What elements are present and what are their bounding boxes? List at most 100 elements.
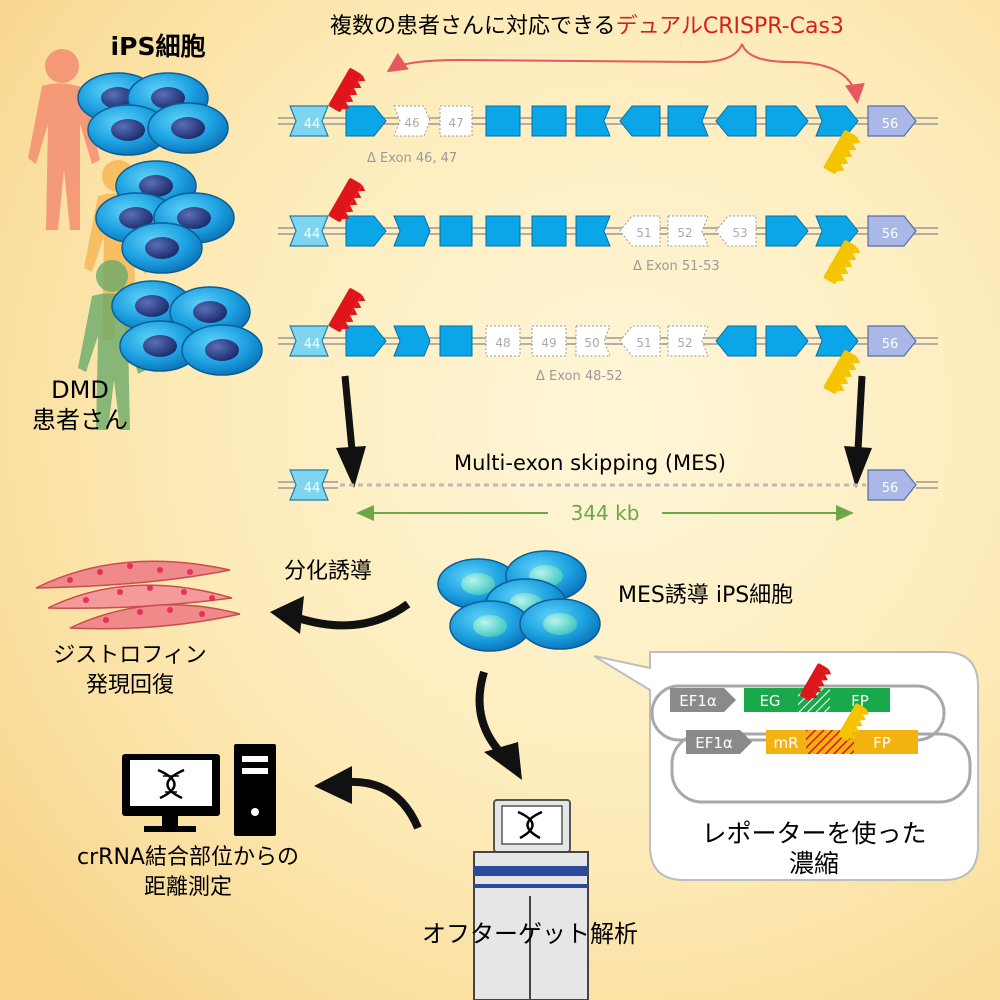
exon-deleted-label: 49	[541, 336, 556, 350]
reporter-label-line2: 濃縮	[789, 849, 839, 878]
dna-icon	[157, 768, 185, 800]
exon-deleted-label: 50	[584, 336, 599, 350]
mes-label: Multi-exon skipping (MES)	[454, 451, 726, 475]
title-highlight: デュアルCRISPR-Cas3	[616, 14, 844, 39]
exon-56-label: 56	[882, 337, 899, 352]
person-icon-green	[78, 260, 146, 430]
exon-56	[867, 105, 917, 137]
exon-deleted	[619, 215, 661, 247]
down-arrow-left	[341, 375, 356, 451]
measurement-arrow-head	[314, 766, 352, 804]
egfp-left	[744, 688, 798, 712]
offtarget-label: オフターゲット解析	[422, 920, 638, 948]
promoter-1-label: EF1α	[679, 692, 717, 710]
exon	[765, 105, 809, 137]
exon-deleted	[619, 325, 661, 357]
differentiation-label: 分化誘導	[284, 559, 372, 584]
differentiation-arrow-head	[270, 596, 304, 634]
promoter-arrow-1	[670, 688, 736, 712]
promoter-2-label: EF1α	[695, 734, 733, 752]
exon	[345, 325, 387, 357]
exon-56	[867, 215, 917, 247]
exon-deleted	[485, 325, 521, 357]
exon	[765, 215, 809, 247]
exon-deleted	[715, 215, 757, 247]
exon-deleted	[393, 105, 431, 137]
mrfp-left-label: mR	[773, 734, 798, 752]
exon-44-label: 44	[304, 481, 321, 496]
deletion-label: Δ Exon 48-52	[536, 369, 623, 384]
exon-44-label: 44	[304, 227, 321, 242]
arrow-to-left-cut	[386, 43, 743, 73]
exon-deleted	[439, 105, 473, 137]
ips-cells-label: iPS細胞	[111, 32, 206, 61]
exon	[715, 325, 757, 357]
patients-label-line2: 患者さん	[32, 406, 128, 434]
mrfp-right-label: FP	[873, 734, 891, 752]
down-arrow-right	[854, 375, 866, 451]
ips-cell-cluster-1	[77, 72, 229, 156]
exon-deleted-label: 47	[448, 116, 463, 130]
exon-56	[867, 325, 917, 357]
exon-deleted-label: 46	[404, 116, 419, 130]
promoter-arrow-2	[686, 730, 752, 754]
exon	[619, 105, 661, 137]
exon	[393, 325, 431, 357]
title-main: 複数の患者さんに対応できる	[330, 14, 616, 39]
gene-row-1: 44 46 47 56 Δ Exon 46, 47	[278, 67, 938, 178]
exon-deleted	[575, 325, 611, 357]
muscle-fiber-icon	[35, 560, 241, 630]
exon-56-label: 56	[882, 117, 899, 132]
exon	[531, 105, 567, 137]
exon-44-label: 44	[304, 337, 321, 352]
exon	[575, 105, 611, 137]
dna-icon	[517, 810, 543, 840]
computer-icon	[122, 744, 276, 836]
exon-56-label: 56	[882, 227, 899, 242]
mrfp-left	[766, 730, 806, 754]
gene-row-3: 44 48 49 50 51 52 56 Δ Exon 48-52	[278, 287, 938, 398]
exon-56	[867, 469, 917, 501]
exon-56-label: 56	[882, 481, 899, 496]
exon-deleted	[667, 325, 709, 357]
exon	[485, 215, 521, 247]
exon-deleted-label: 53	[732, 226, 747, 240]
deletion-label: Δ Exon 46, 47	[367, 151, 457, 166]
ips-cell-cluster-2	[95, 160, 235, 274]
person-icon-red	[28, 49, 100, 230]
measurement-arrow	[347, 777, 422, 830]
exon	[345, 215, 387, 247]
exon-44	[289, 105, 329, 137]
exon-deleted-label: 48	[495, 336, 510, 350]
exon	[439, 215, 473, 247]
exon-44	[289, 215, 329, 247]
exon-deleted-label: 51	[636, 226, 651, 240]
exon-44	[289, 325, 329, 357]
exon	[485, 105, 521, 137]
differentiation-arrow	[296, 600, 411, 630]
offtarget-arrow-head	[484, 742, 522, 780]
ips-cell-cluster-3	[111, 280, 263, 376]
exon	[715, 105, 757, 137]
exon-deleted-label: 52	[677, 226, 692, 240]
reporter-label-line1: レポーターを使った	[701, 819, 926, 848]
down-arrow-right-head	[844, 446, 872, 488]
mes-gene-row: 44 56	[278, 469, 938, 501]
patients-label-line1: DMD	[51, 376, 109, 404]
title: 複数の患者さんに対応できるデュアルCRISPR-Cas3	[330, 14, 844, 39]
exon-deleted-label: 52	[677, 336, 692, 350]
egfp-left-label: EG	[759, 692, 780, 710]
exon	[531, 215, 567, 247]
offtarget-arrow	[475, 670, 504, 755]
exon	[667, 105, 709, 137]
exon	[393, 215, 431, 247]
down-arrow-left-head	[336, 446, 366, 488]
crrna-label-line2: 距離測定	[144, 875, 232, 900]
distance-label: 344 kb	[571, 501, 640, 525]
mrfp-right	[854, 730, 918, 754]
mes-ips-cell-cluster	[437, 550, 601, 652]
dystrophin-label-line1: ジストロフィン	[53, 643, 207, 668]
gene-row-2: 44 51 52 53 56 Δ Exon 51-53	[278, 177, 938, 288]
arrow-to-right-cut	[741, 43, 865, 104]
exon	[765, 325, 809, 357]
